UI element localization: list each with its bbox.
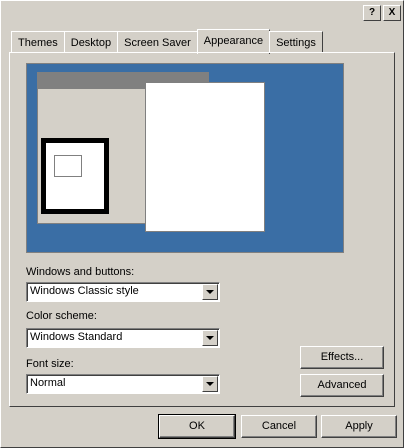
preview-message-box-button xyxy=(54,155,82,177)
tab-desktop[interactable]: Desktop xyxy=(63,31,119,53)
preview-active-window xyxy=(145,82,265,232)
windows-buttons-value: Windows Classic style xyxy=(30,285,139,297)
font-size-select[interactable]: Normal xyxy=(26,374,220,394)
windows-buttons-label: Windows and buttons: xyxy=(26,266,135,278)
chevron-down-icon[interactable] xyxy=(202,330,218,346)
advanced-button[interactable]: Advanced xyxy=(300,374,384,397)
close-button[interactable]: X xyxy=(383,5,401,21)
color-scheme-label: Color scheme: xyxy=(26,310,97,322)
windows-buttons-select[interactable]: Windows Classic style xyxy=(26,282,220,302)
preview-message-box xyxy=(41,138,109,214)
tab-settings[interactable]: Settings xyxy=(269,31,323,53)
color-scheme-value: Windows Standard xyxy=(30,331,123,343)
font-size-value: Normal xyxy=(30,377,66,389)
tab-screen-saver[interactable]: Screen Saver xyxy=(117,31,198,53)
font-size-label: Font size: xyxy=(26,358,74,370)
apply-button[interactable]: Apply xyxy=(321,415,397,438)
tab-appearance[interactable]: Appearance xyxy=(196,29,271,54)
help-button[interactable]: ? xyxy=(363,5,381,21)
cancel-button[interactable]: Cancel xyxy=(241,415,317,438)
title-bar: ? X xyxy=(3,3,401,25)
effects-button[interactable]: Effects... xyxy=(300,346,384,369)
chevron-down-icon[interactable] xyxy=(202,284,218,300)
tab-strip: Themes Desktop Screen Saver Appearance S… xyxy=(11,29,323,54)
appearance-preview xyxy=(26,63,344,253)
appearance-panel: Windows and buttons: Windows Classic sty… xyxy=(9,52,395,407)
ok-button[interactable]: OK xyxy=(158,414,236,439)
tab-themes[interactable]: Themes xyxy=(11,31,65,53)
chevron-down-icon[interactable] xyxy=(202,376,218,392)
color-scheme-select[interactable]: Windows Standard xyxy=(26,328,220,348)
